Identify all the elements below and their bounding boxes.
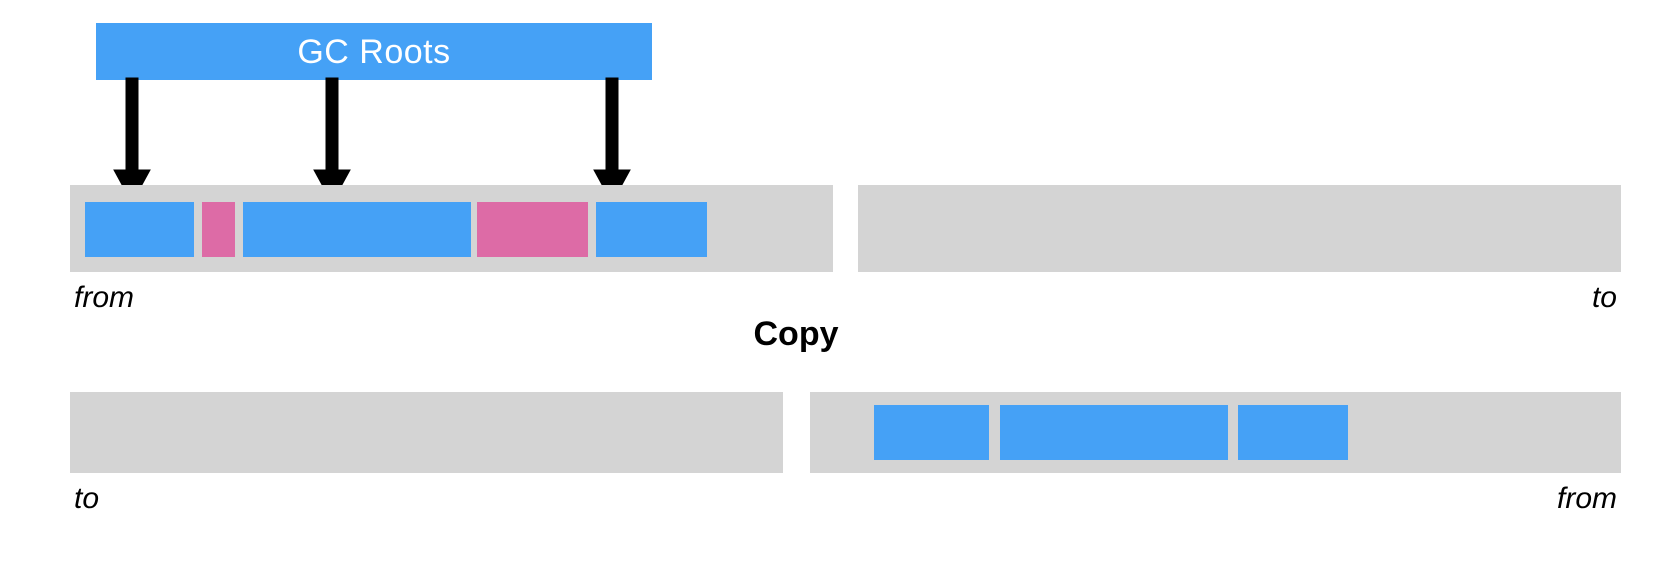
- memory-region-from-after: [810, 392, 1621, 473]
- heap-block-copied-1: [874, 405, 989, 460]
- heap-block-live-2: [243, 202, 471, 257]
- memory-region-to-after: [70, 392, 783, 473]
- heap-block-copied-2: [1000, 405, 1228, 460]
- heap-block-copied-3: [1238, 405, 1348, 460]
- region-label-to-after: to: [74, 482, 100, 515]
- region-label-from-after: from: [1557, 482, 1617, 515]
- heap-block-live-1: [85, 202, 194, 257]
- gc-roots-box: GC Roots: [96, 23, 652, 80]
- memory-region-from-before: [70, 185, 833, 272]
- heap-block-garbage-2: [477, 202, 588, 257]
- heap-block-live-3: [596, 202, 707, 257]
- region-label-from-before: from: [74, 281, 134, 314]
- memory-region-to-before: [858, 185, 1621, 272]
- operation-caption: Copy: [753, 315, 839, 353]
- gc-roots-label: GC Roots: [297, 32, 451, 71]
- region-label-to-before: to: [1591, 281, 1617, 314]
- heap-block-garbage-1: [202, 202, 235, 257]
